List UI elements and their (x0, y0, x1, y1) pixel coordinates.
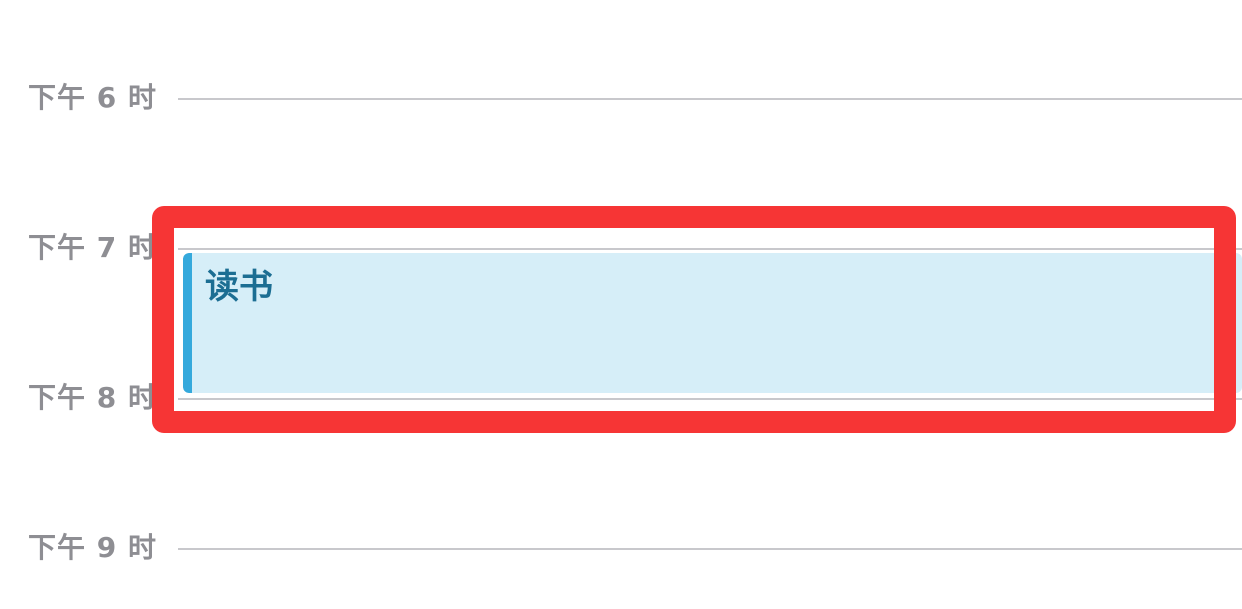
event-title: 读书 (205, 267, 273, 307)
hour-row-6pm: 下午 6 时 (0, 68, 1242, 128)
calendar-event[interactable]: 读书 (183, 253, 1242, 393)
hour-gridline (178, 248, 1242, 250)
hour-gridline (178, 398, 1242, 400)
hour-row-9pm: 下午 9 时 (0, 518, 1242, 578)
hour-gridline (178, 98, 1242, 100)
hour-gridline (178, 548, 1242, 550)
hour-label: 下午 7 时 (28, 231, 157, 264)
hour-label: 下午 9 时 (28, 531, 157, 564)
hour-row-7pm: 下午 7 时 (0, 218, 1242, 278)
hour-row-8pm: 下午 8 时 (0, 368, 1242, 428)
hour-label: 下午 8 时 (28, 381, 157, 414)
event-color-bar (183, 253, 192, 393)
hour-label: 下午 6 时 (28, 81, 157, 114)
